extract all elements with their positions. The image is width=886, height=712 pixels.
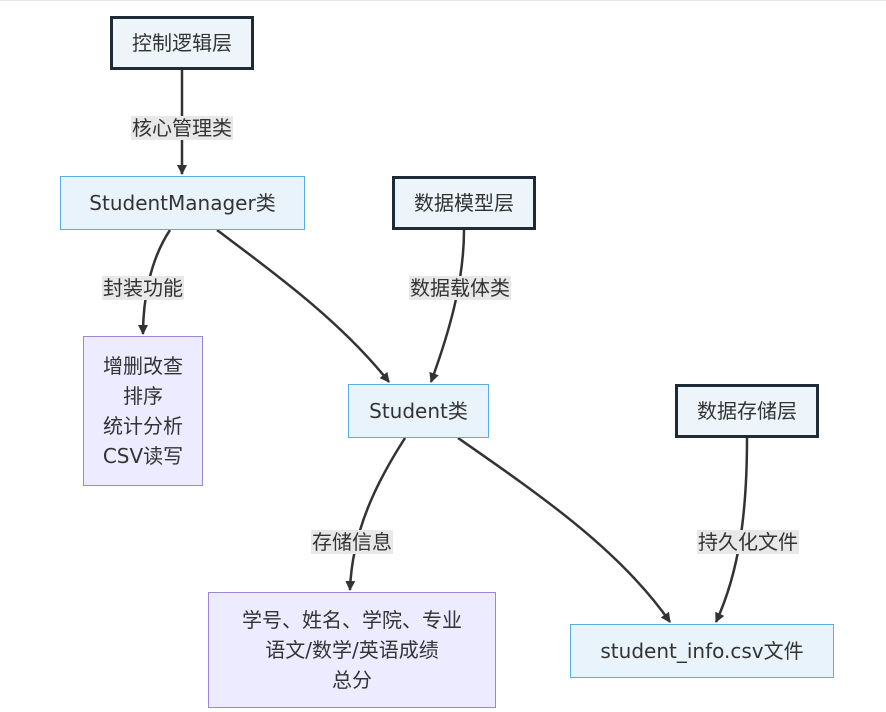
edge-student-to-csv [457, 436, 672, 623]
edge-label-data-carrier: 数据载体类 [409, 276, 511, 300]
node-csv-file-text: student_info.csv文件 [600, 639, 804, 663]
node-storage-layer-text: 数据存储层 [697, 399, 797, 423]
edge-label-encapsulate: 封装功能 [102, 276, 184, 300]
node-control-layer-text: 控制逻辑层 [132, 31, 232, 55]
edge-label-persist-file: 持久化文件 [697, 530, 799, 554]
feature-line: 统计分析 [103, 414, 183, 438]
edge-model-to-student [429, 229, 466, 383]
field-line: 总分 [332, 668, 372, 692]
node-model-layer: 数据模型层 [392, 176, 536, 230]
node-student-manager: StudentManager类 [60, 176, 305, 230]
field-line: 学号、姓名、学院、专业 [242, 608, 462, 632]
feature-line: CSV读写 [102, 444, 184, 468]
node-fields: 学号、姓名、学院、专业 语文/数学/英语成绩 总分 [208, 592, 496, 708]
field-line: 语文/数学/英语成绩 [265, 638, 439, 662]
edge-label-core-class: 核心管理类 [131, 116, 233, 140]
node-model-layer-text: 数据模型层 [414, 191, 514, 215]
node-csv-file: student_info.csv文件 [570, 624, 834, 678]
top-divider [0, 0, 886, 1]
edge-manager-to-student [216, 229, 390, 383]
edge-label-store-info: 存储信息 [311, 530, 393, 554]
node-student: Student类 [348, 384, 489, 438]
node-control-layer: 控制逻辑层 [110, 16, 254, 70]
node-features: 增删改查 排序 统计分析 CSV读写 [83, 336, 203, 486]
node-student-manager-text: StudentManager类 [89, 191, 276, 215]
node-student-text: Student类 [369, 399, 468, 423]
feature-line: 增删改查 [103, 354, 183, 378]
node-storage-layer: 数据存储层 [675, 384, 819, 438]
feature-line: 排序 [123, 384, 163, 408]
edge-student-to-fields [345, 437, 407, 591]
